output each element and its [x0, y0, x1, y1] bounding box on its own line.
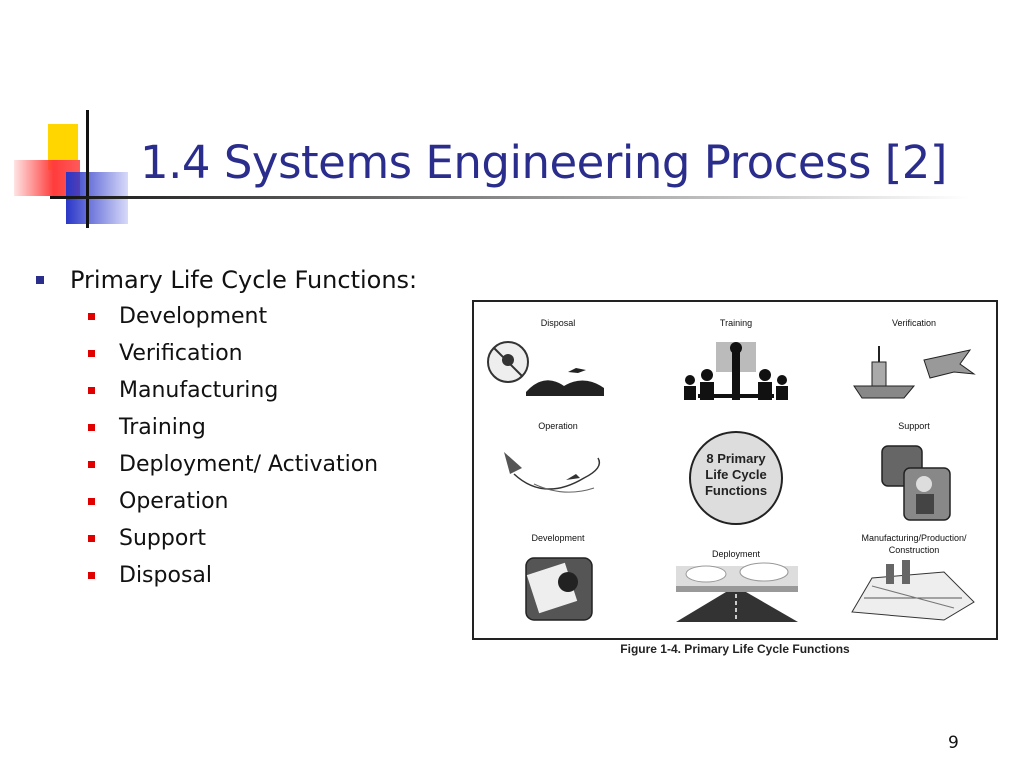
square-bullet-icon — [88, 387, 95, 394]
figure-caption: Figure 1-4. Primary Life Cycle Functions — [620, 642, 850, 656]
life-cycle-figure: Disposal Training Verification Operation… — [472, 300, 998, 640]
sub-bullet-item: Development — [88, 298, 417, 335]
deployment-illustration — [676, 562, 798, 622]
label-operation: Operation — [538, 421, 578, 431]
sub-bullet-item: Disposal — [88, 557, 417, 594]
label-deployment: Deployment — [712, 549, 761, 559]
sub-bullet-text: Manufacturing — [119, 378, 279, 403]
square-bullet-icon — [88, 572, 95, 579]
center-text-3: Functions — [705, 483, 767, 498]
label-training: Training — [720, 318, 752, 328]
manufacturing-illustration — [851, 560, 975, 621]
label-verification: Verification — [892, 318, 936, 328]
square-bullet-icon — [88, 535, 95, 542]
square-bullet-icon — [88, 461, 95, 468]
label-development: Development — [531, 533, 585, 543]
square-bullet-icon — [88, 424, 95, 431]
label-support: Support — [898, 421, 930, 431]
page-number: 9 — [948, 733, 959, 753]
disposal-illustration — [487, 341, 604, 396]
sub-bullet-text: Disposal — [119, 563, 212, 588]
label-disposal: Disposal — [541, 318, 576, 328]
center-text-1: 8 Primary — [706, 451, 766, 466]
bullet-item: Primary Life Cycle Functions: — [36, 262, 417, 298]
slide-title: 1.4 Systems Engineering Process [2] — [140, 136, 947, 189]
sub-bullet-text: Development — [119, 304, 268, 329]
sub-bullet-text: Operation — [119, 489, 229, 514]
operation-illustration — [504, 452, 601, 493]
center-circle: 8 Primary Life Cycle Functions — [689, 431, 783, 525]
title-underline — [50, 196, 970, 199]
sub-bullet-item: Support — [88, 520, 417, 557]
training-illustration — [684, 342, 788, 400]
bullet-text: Primary Life Cycle Functions: — [70, 266, 418, 294]
bullet-list: Primary Life Cycle Functions: Developmen… — [36, 262, 417, 594]
center-text-2: Life Cycle — [705, 467, 766, 482]
sub-bullet-text: Deployment/ Activation — [119, 452, 379, 477]
square-bullet-icon — [88, 350, 95, 357]
sub-bullet-text: Support — [119, 526, 206, 551]
figure-illustration: Disposal Training Verification Operation… — [487, 318, 976, 622]
support-illustration — [881, 445, 951, 521]
label-manufacturing-1: Manufacturing/Production/ — [861, 533, 967, 543]
sub-bullet-item: Verification — [88, 335, 417, 372]
verification-illustration — [853, 346, 976, 399]
square-bullet-icon — [88, 313, 95, 320]
development-illustration — [525, 557, 593, 621]
sub-bullet-list: Development Verification Manufacturing T… — [88, 298, 417, 594]
square-bullet-icon — [88, 498, 95, 505]
sub-bullet-text: Training — [119, 415, 206, 440]
sub-bullet-text: Verification — [119, 341, 243, 366]
sub-bullet-item: Manufacturing — [88, 372, 417, 409]
label-manufacturing-2: Construction — [889, 545, 940, 555]
square-bullet-icon — [36, 276, 44, 284]
logo-vertical-line — [86, 110, 89, 228]
sub-bullet-item: Training — [88, 409, 417, 446]
sub-bullet-item: Operation — [88, 483, 417, 520]
sub-bullet-item: Deployment/ Activation — [88, 446, 417, 483]
